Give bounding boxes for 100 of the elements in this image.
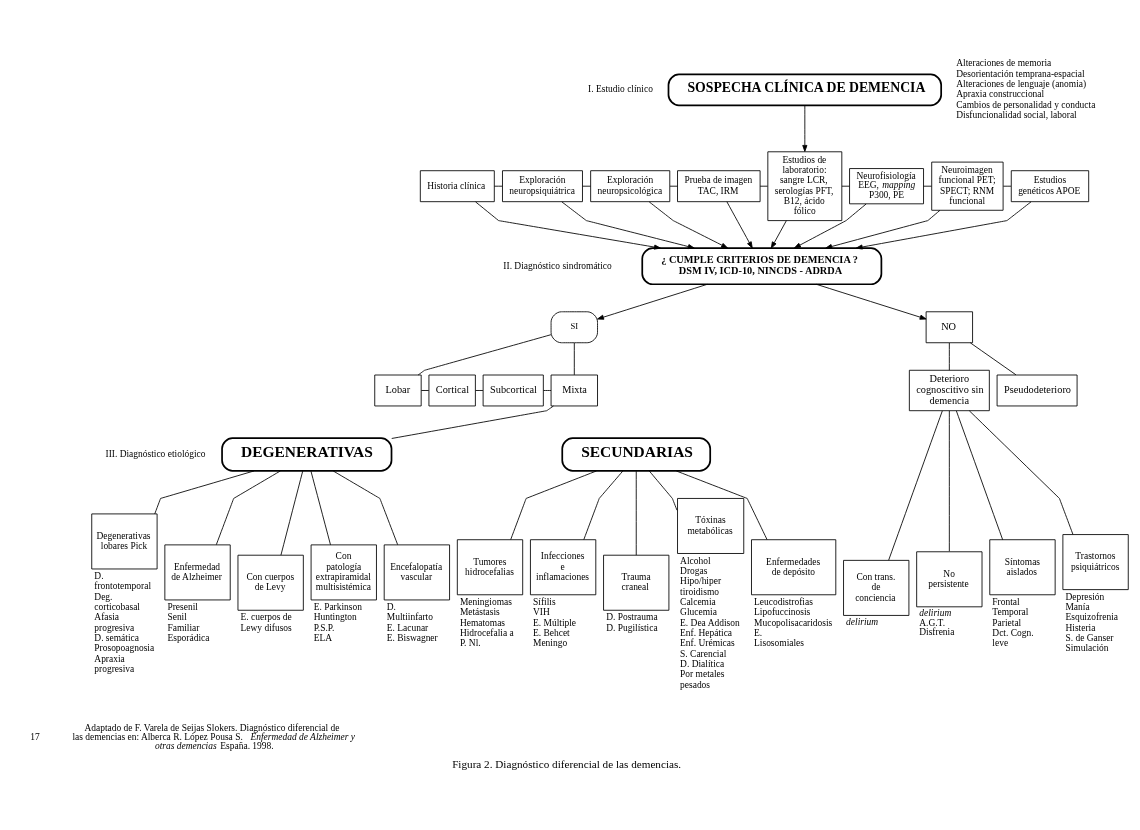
node-label: Depresión — [1065, 591, 1105, 602]
label: Disfuncionalidad social, laboral — [956, 110, 1077, 121]
node-label: Afasia progresiva — [94, 612, 135, 633]
connector — [543, 390, 552, 391]
node-label: D. Dialítica — [680, 658, 725, 669]
node-box: Trastornos psiquiátricos — [1062, 534, 1129, 591]
arrow — [815, 283, 927, 320]
node-label: Manía — [1065, 602, 1090, 613]
node-label: Leucodistrofias — [754, 596, 813, 607]
node-label: D. Multiinfarto — [386, 602, 433, 623]
label: Alteraciones de memoria — [956, 58, 1052, 69]
node-box: Neuroimagen funcional PET; SPECT; RNM funcional — [931, 161, 1004, 211]
arrow — [855, 201, 1032, 250]
connector — [573, 342, 575, 376]
label: Cambios de personalidad y conducta — [956, 99, 1096, 110]
arrow — [802, 105, 808, 152]
node-box: Deterioro cognoscitivo sin demencia — [908, 369, 990, 412]
node-label: ELA — [313, 633, 333, 644]
node-box: Enfermedades de depósito — [751, 539, 837, 596]
connector — [648, 470, 678, 511]
node-label: Deg. corticobasal — [94, 591, 140, 613]
connector — [582, 185, 591, 187]
node-label: Hidrocefalia a P. Nl. — [459, 627, 514, 649]
arrow — [597, 283, 708, 320]
label: Apraxia construccional — [956, 89, 1045, 100]
arrow — [770, 220, 787, 249]
node-box: Infecciones e inflamaciones — [530, 539, 597, 596]
node-label: D. Pugilística — [606, 622, 658, 633]
label: Adaptado de F. Varela de Seijas Slokers. Diagnóstico diferencial de las demencias en: Alberca R. López Pousa S. Enfermedad de Alzheimer y otras demencias España. 1998. — [72, 722, 356, 752]
node-label: E. Biswagner — [386, 633, 438, 644]
node-label: Presenil — [167, 602, 198, 613]
node-label: Lipofuccinosis — [754, 607, 811, 618]
connector — [1002, 185, 1012, 187]
node-label: E. cuerpos de Lewy difusos — [240, 612, 292, 633]
node-label: Enf. Urémicas — [680, 638, 735, 649]
node-label: Esquizofrenia — [1065, 612, 1118, 623]
connector — [215, 470, 281, 546]
node-label: delirium — [846, 616, 879, 627]
node-label: Drogas — [680, 565, 708, 576]
node-label: Meningo — [533, 638, 568, 649]
node-label: E. Lacunar — [386, 622, 429, 633]
node-label: Alcohol — [680, 555, 711, 566]
node-box: Historia clínica — [419, 170, 495, 203]
node-label: Enf. Hepática — [680, 627, 733, 638]
connector — [332, 470, 399, 546]
node-label: D. frontotemporal — [94, 571, 152, 592]
node-label: Por metales pesados — [680, 669, 725, 690]
node-label: Hematomas — [459, 617, 506, 628]
label: Desorientación temprana-espacial — [956, 68, 1085, 79]
node-label: A.G.T. — [919, 617, 946, 628]
node-box: Cortical — [428, 374, 476, 407]
node-label: Frontal — [992, 596, 1020, 607]
connector — [969, 342, 1017, 376]
node-label: Prosopoagnosia — [94, 643, 155, 654]
arrow — [794, 203, 867, 249]
node-box: Estudios genéticos APOE — [1010, 170, 1090, 203]
node-label: Temporal — [992, 607, 1029, 618]
label: I. Estudio clínico — [588, 84, 653, 95]
node-label: Simulación — [1065, 643, 1109, 654]
connector — [759, 185, 769, 187]
connector — [968, 410, 1074, 535]
node-label: S. Carencial — [680, 648, 727, 659]
node-box: Con cuerpos de Levy — [237, 554, 304, 611]
node-box: Estudios de laboratorio: sangre LCR, serologías PFT, B12, ácido fólico — [767, 151, 843, 222]
node-box: Trauma craneal — [603, 554, 670, 611]
label: II. Diagnóstico sindromático — [503, 260, 612, 271]
node-label: E. Múltiple — [533, 617, 577, 628]
node-label: Calcemia — [680, 596, 716, 607]
connector — [948, 342, 950, 371]
node-label: E. Behcet — [533, 627, 570, 638]
label: 17 — [30, 732, 40, 743]
connector — [955, 410, 1004, 541]
node-box: DEGENERATIVAS — [221, 437, 393, 472]
node-label: Histeria — [1065, 622, 1096, 633]
node-box: Con patología extrapiramidal multisistémica — [310, 544, 377, 601]
node-box: NO — [925, 311, 973, 344]
node-label: Disfrenia — [919, 627, 955, 638]
node-box: Exploración neuropsicológica — [590, 170, 671, 203]
connector — [510, 470, 597, 540]
connector — [154, 470, 255, 515]
connector — [310, 470, 331, 546]
connector — [475, 390, 484, 391]
node-box: SOSPECHA CLÍNICA DE DEMENCIA — [667, 73, 943, 107]
arrow — [475, 201, 661, 250]
node-label: Parietal — [992, 617, 1022, 628]
connector — [493, 185, 503, 187]
node-box: Enfermedad de Alzheimer — [164, 544, 231, 601]
node-box: Tumores hidrocefalias — [456, 539, 524, 596]
node-label: S. de Ganser — [1065, 633, 1114, 644]
node-label: D. Postrauma — [606, 612, 658, 623]
node-label: D. semática — [94, 633, 139, 644]
node-label: Metástasis — [459, 607, 500, 618]
node-label: Familiar — [167, 622, 200, 633]
node-box: SI — [550, 311, 598, 344]
node-label: Glucemia — [680, 607, 717, 618]
node-box: ¿ CUMPLE CRITERIOS DE DEMENCIA ? DSM IV, ICD-10, NINCDS - ADRDA — [641, 247, 883, 286]
connector — [420, 390, 430, 391]
arrow — [825, 209, 941, 249]
connector — [948, 410, 950, 552]
connector — [583, 470, 624, 540]
